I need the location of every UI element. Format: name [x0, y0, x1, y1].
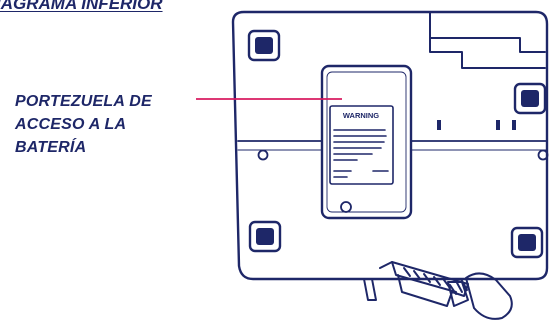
- callout-line-3: BATERÍA: [15, 139, 87, 156]
- callout-label-battery-door: PORTEZUELA DE ACCESO A LA BATERÍA: [15, 90, 152, 159]
- warning-label-text-lines: [333, 129, 389, 178]
- foot-bottom-left: [248, 220, 282, 253]
- warning-label-heading: WARNING: [343, 111, 379, 120]
- screw-hole-right: [537, 149, 549, 161]
- warning-label: [329, 105, 394, 185]
- foot-top-right: [513, 82, 547, 115]
- foot-top-left: [247, 29, 281, 62]
- callout-line-2: ACCESO A LA: [15, 116, 127, 133]
- cable-clamp: [363, 261, 513, 320]
- slot-marks: [437, 120, 516, 130]
- page-title: IAGRAMA INFERIOR: [0, 0, 163, 13]
- callout-line-1: PORTEZUELA DE: [15, 93, 152, 110]
- device-body-outline: [231, 10, 549, 281]
- foot-bottom-right: [510, 226, 544, 259]
- battery-door-outline: [320, 64, 413, 220]
- screw-hole-left: [257, 149, 269, 161]
- battery-door-inner: [326, 71, 407, 213]
- connector-recess: [429, 11, 546, 69]
- battery-door-screw: [340, 201, 352, 213]
